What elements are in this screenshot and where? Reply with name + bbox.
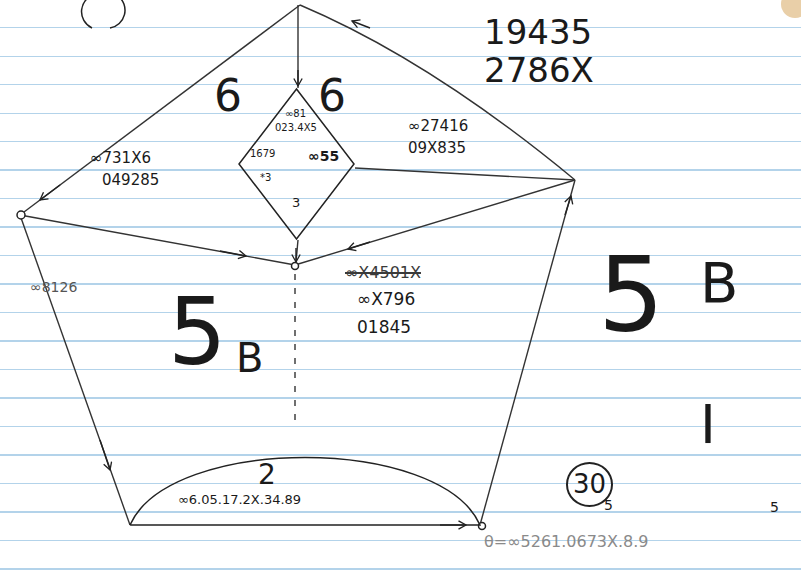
node-text: 1679 xyxy=(250,148,275,160)
node-text: *3 xyxy=(260,172,271,184)
handwritten-label: 2786X xyxy=(484,52,594,89)
node-text: ∞6.05.17.2X.34.89 xyxy=(178,493,301,508)
handwritten-label: ∞8126 xyxy=(30,280,77,295)
handwritten-label: I xyxy=(700,395,716,454)
node-text: 2 xyxy=(258,459,276,491)
node-text: 3 xyxy=(292,196,300,211)
node-text: ∞55 xyxy=(308,148,339,164)
corner-stain xyxy=(781,0,801,18)
handwritten-label: 6 xyxy=(214,72,242,120)
circled-mark xyxy=(110,0,125,28)
handwritten-label: θ=∞5261.0673X.8.9 xyxy=(484,533,649,551)
handwritten-label: 5 xyxy=(168,282,227,383)
lens-node: 2 ∞6.05.17.2X.34.89 xyxy=(130,425,480,525)
handwritten-label: 5 xyxy=(598,238,664,352)
handwritten-label: 19435 xyxy=(484,14,592,51)
handwritten-label: 5 xyxy=(770,500,779,515)
handwritten-label: 049285 xyxy=(102,172,159,189)
handwritten-label: B xyxy=(236,336,263,380)
vertex-dots xyxy=(17,211,486,530)
node-text: 023.4X5 xyxy=(275,122,317,134)
arrowheads xyxy=(40,21,571,525)
handwritten-label: ∞731X6 xyxy=(90,150,151,167)
handwritten-label: 09X835 xyxy=(408,140,466,157)
handwritten-label: 01845 xyxy=(357,318,411,337)
handwritten-label: ∞27416 xyxy=(408,118,468,135)
handwritten-label: 6 xyxy=(318,72,346,120)
handwritten-label: 5 xyxy=(604,498,613,513)
circled-mark xyxy=(82,0,96,28)
handwritten-label: ∞X4501X xyxy=(345,264,421,282)
node-text: ∞81 xyxy=(285,108,306,120)
handwritten-label: B xyxy=(700,252,738,314)
handwritten-label: ∞X796 xyxy=(357,290,415,309)
lens-outline xyxy=(130,425,480,525)
